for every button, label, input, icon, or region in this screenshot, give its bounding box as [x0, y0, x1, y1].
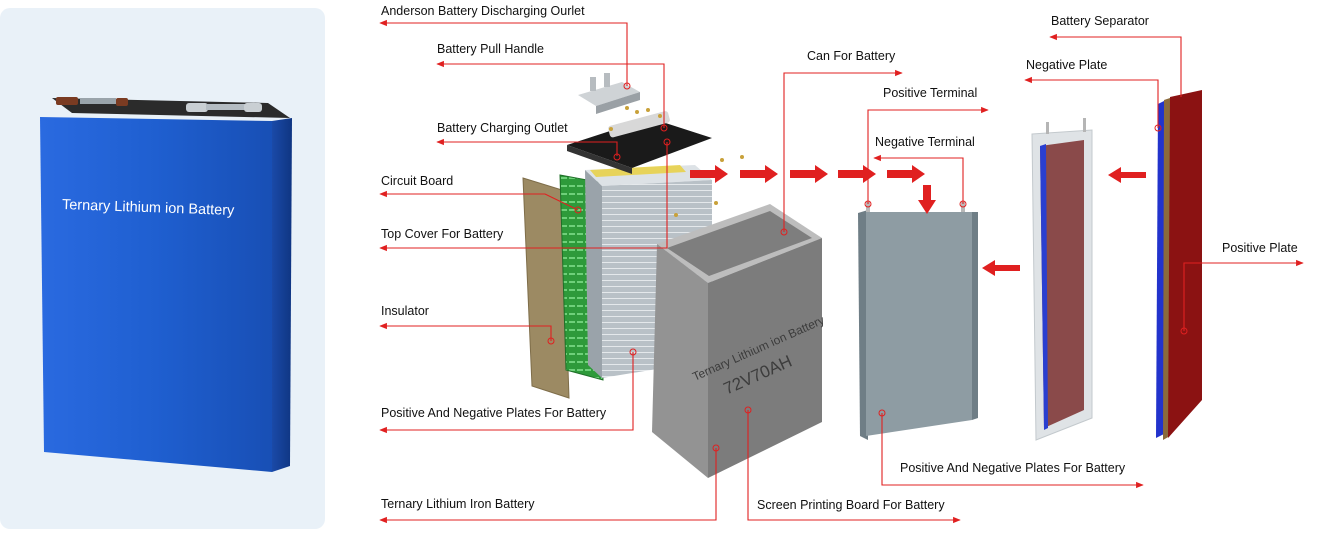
label-pull-handle: Battery Pull Handle	[437, 42, 544, 56]
callout-labels: Anderson Battery Discharging Ourlet Batt…	[381, 4, 1298, 512]
separated-plates	[1156, 90, 1202, 440]
label-negative-plate: Negative Plate	[1026, 58, 1107, 72]
label-positive-terminal: Positive Terminal	[883, 86, 977, 100]
label-can: Can For Battery	[807, 49, 896, 63]
label-ternary-iron: Ternary Lithium Iron Battery	[381, 497, 535, 511]
label-negative-terminal: Negative Terminal	[875, 135, 975, 149]
top-cover-edge	[567, 145, 632, 174]
negative-plate-layer	[1156, 101, 1164, 438]
cell-front-face	[40, 117, 272, 472]
pull-handle	[608, 111, 670, 138]
label-plates-right: Positive And Negative Plates For Battery	[900, 461, 1126, 475]
insulator-sheet	[522, 177, 570, 399]
label-plates-left: Positive And Negative Plates For Battery	[381, 406, 607, 420]
battery-can: Ternary Lithium ion Battery 72V70AH	[652, 204, 826, 478]
label-insulator: Insulator	[381, 304, 429, 318]
ternary-cell-photo: Ternary Lithium ion Battery	[40, 97, 292, 472]
label-charging-outlet: Battery Charging Outlet	[437, 121, 568, 135]
cell-terminal-left	[56, 97, 128, 106]
flow-arrows	[690, 165, 1146, 276]
separator-layer	[1163, 98, 1170, 440]
assembled-cell	[858, 202, 978, 440]
electrode-with-frame	[1031, 118, 1093, 441]
label-separator: Battery Separator	[1051, 14, 1149, 28]
screws	[609, 106, 744, 217]
cell-side-face	[272, 118, 292, 472]
positive-plate-layer	[1168, 90, 1202, 438]
leader-lines	[379, 19, 1304, 524]
label-screen-printing: Screen Printing Board For Battery	[757, 498, 945, 512]
anderson-connector	[578, 73, 640, 114]
top-cover	[567, 118, 712, 168]
label-circuit-board: Circuit Board	[381, 174, 453, 188]
label-anderson-outlet: Anderson Battery Discharging Ourlet	[381, 4, 585, 18]
cell-terminal-right	[186, 103, 262, 112]
label-top-cover: Top Cover For Battery	[381, 227, 504, 241]
cell-caption: Ternary Lithium ion Battery	[62, 197, 236, 219]
label-positive-plate: Positive Plate	[1222, 241, 1298, 255]
